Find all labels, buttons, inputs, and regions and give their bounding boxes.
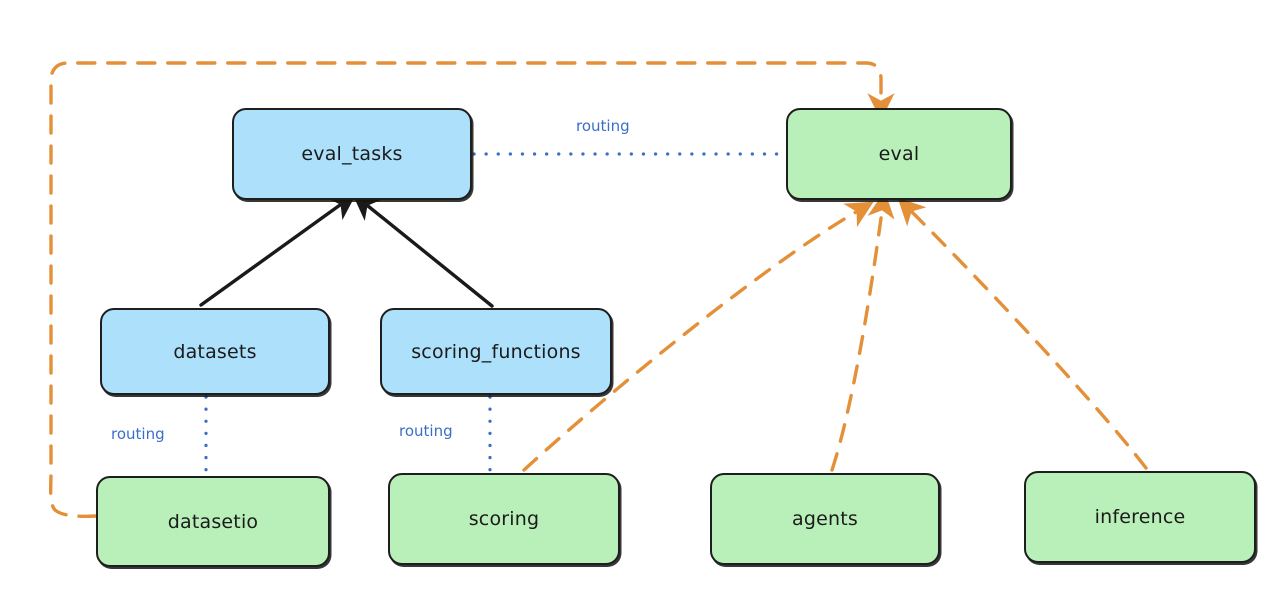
- edge-scoring_functions-eval_tasks: [352, 193, 494, 308]
- node-eval-tasks[interactable]: eval_tasks: [232, 108, 472, 200]
- node-datasetio[interactable]: datasetio: [96, 476, 330, 567]
- node-datasets[interactable]: datasets: [100, 308, 330, 395]
- edge-label-routing-datasets-datasetio: routing: [111, 425, 165, 443]
- node-scoring[interactable]: scoring: [388, 473, 620, 565]
- node-inference[interactable]: inference: [1024, 471, 1256, 563]
- edge-label-routing-scoring-functions-scoring: routing: [399, 422, 453, 440]
- node-label-datasetio: datasetio: [167, 510, 259, 533]
- node-label-scoring: scoring: [468, 508, 540, 530]
- edge-datasets-eval_tasks: [199, 193, 357, 307]
- edge-datasetio-eval: [48, 61, 895, 519]
- node-label-eval: eval: [878, 143, 920, 165]
- edge-agents-eval: [830, 190, 895, 472]
- edge-inference-eval: [897, 197, 1148, 470]
- node-eval[interactable]: eval: [786, 108, 1012, 200]
- node-label-scoring-functions: scoring_functions: [411, 340, 581, 363]
- node-agents[interactable]: agents: [710, 473, 940, 565]
- node-label-inference: inference: [1094, 506, 1186, 528]
- node-scoring-functions[interactable]: scoring_functions: [380, 308, 612, 395]
- node-label-datasets: datasets: [173, 340, 257, 363]
- edge-label-routing-eval-tasks-eval: routing: [576, 117, 630, 135]
- node-label-eval-tasks: eval_tasks: [301, 143, 403, 165]
- node-label-agents: agents: [792, 508, 858, 530]
- edge-scoring-eval: [522, 201, 874, 472]
